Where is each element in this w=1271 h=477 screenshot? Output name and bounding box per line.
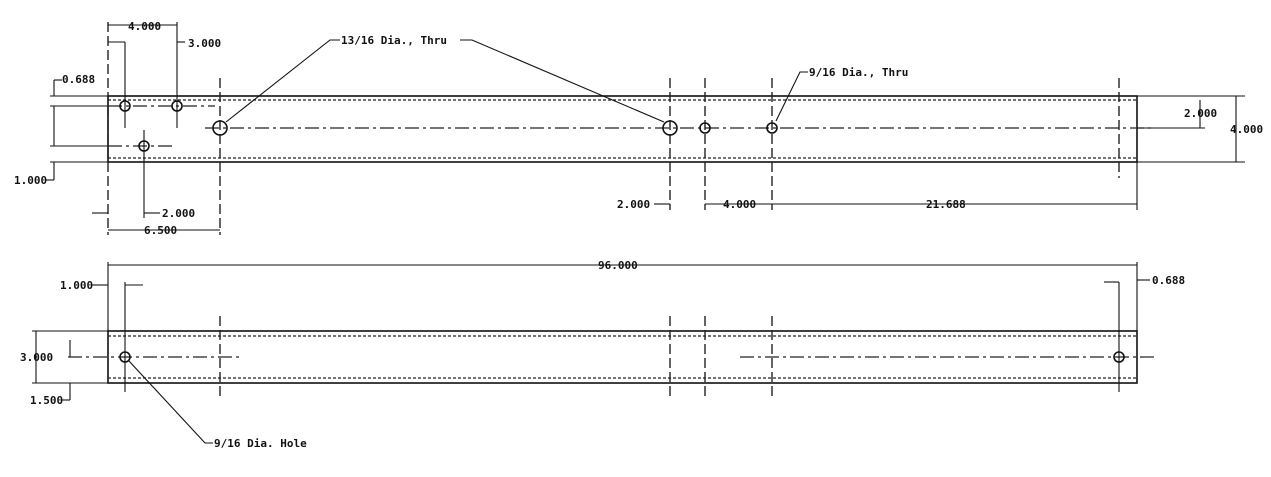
dim-label: 21.688	[926, 198, 966, 211]
hole-icon	[766, 122, 778, 134]
dim-label: 4.000	[1230, 123, 1263, 136]
hole-icon	[119, 351, 131, 363]
leader-line	[775, 71, 808, 122]
callout-label: 9/16 Dia. Hole	[214, 437, 307, 450]
dim-label: 2.000	[1184, 107, 1217, 120]
dim-label: 3.000	[20, 351, 53, 364]
dim-label: 0.688	[62, 73, 95, 86]
callout-label: 9/16 Dia., Thru	[809, 66, 908, 79]
dim-label: 1.000	[60, 279, 93, 292]
dim-label: 1.500	[30, 394, 63, 407]
hole-icon	[171, 100, 183, 112]
dim-label: 3.000	[188, 37, 221, 50]
bottom-view-outline	[107, 330, 1138, 384]
bottom-view: 96.000 1.000 0.688 3.000 1.500 9/16 Dia.…	[20, 259, 1185, 450]
top-view: 4.000 3.000 0.688 1.000 2.000 6.500 2.00…	[14, 20, 1263, 237]
dim-label: 4.000	[723, 198, 756, 211]
dim-label: 2.000	[162, 207, 195, 220]
dim-label: 6.500	[144, 224, 177, 237]
leader-line	[460, 39, 665, 123]
hole-icon	[212, 120, 228, 136]
hole-icon	[662, 120, 678, 136]
dim-label: 0.688	[1152, 274, 1185, 287]
hole-icon	[138, 140, 150, 152]
hole-icon	[119, 100, 131, 112]
dim-label: 96.000	[598, 259, 638, 272]
dim-label: 2.000	[617, 198, 650, 211]
top-view-outline	[107, 95, 1138, 163]
dim-label: 1.000	[14, 174, 47, 187]
callout-label: 13/16 Dia., Thru	[341, 34, 447, 47]
dim-label: 4.000	[128, 20, 161, 33]
hole-icon	[699, 122, 711, 134]
leader-line	[225, 39, 340, 123]
leader-line	[128, 360, 213, 444]
hole-icon	[1113, 351, 1125, 363]
